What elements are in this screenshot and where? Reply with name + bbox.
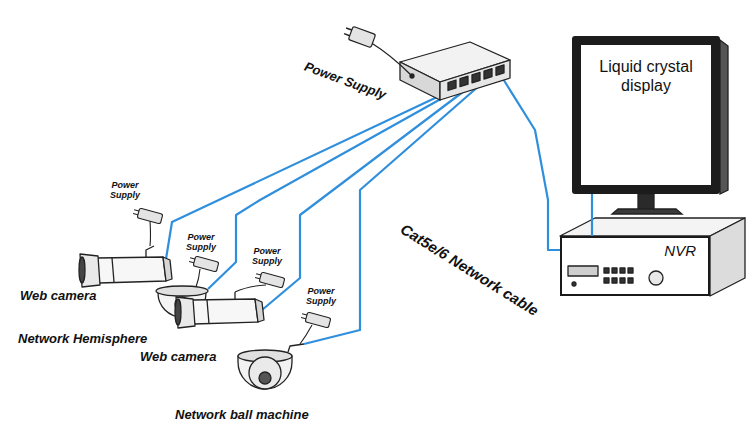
power-supply-label: Power Supply (104, 180, 146, 201)
adapter-prong (255, 278, 260, 279)
ptz-camera-drawing (238, 344, 304, 389)
camera-hood (176, 297, 195, 328)
network-cable (500, 74, 560, 250)
power-wire (149, 221, 151, 246)
switch-port (472, 72, 480, 83)
nvr-knob (649, 271, 663, 285)
monitor-screen: Liquid crystal display (572, 36, 720, 194)
adapter-body (188, 255, 219, 272)
adapter-body (132, 207, 163, 224)
camera-rear (163, 257, 172, 281)
nvr-button (604, 278, 609, 283)
power-supply-label: Power Supply (180, 232, 222, 253)
node-text: NVR (574, 242, 696, 260)
nvr-button (604, 268, 609, 273)
nvr-box: NVR (560, 236, 710, 296)
adapter-prong (344, 34, 350, 36)
node-text: Liquid crystal display (589, 57, 703, 95)
switch-port (460, 76, 468, 87)
web-camera-drawing (175, 292, 264, 328)
switch-side (400, 62, 440, 100)
web-camera-drawing (79, 246, 172, 287)
adapter-case (259, 272, 285, 288)
network-switch (400, 42, 510, 100)
adapter-case (137, 208, 163, 224)
adapter-body (343, 24, 376, 47)
adapter-body (254, 271, 285, 288)
device-label: Network Hemisphere (18, 332, 147, 347)
dome-base (156, 286, 208, 296)
camera-body (192, 299, 258, 324)
cable-label: Cat5e/6 Network cable (398, 220, 542, 319)
power-supply-label: Power Supply (246, 246, 288, 267)
network-cables (166, 74, 560, 344)
camera-stripe (207, 300, 209, 324)
camera-lens (79, 257, 85, 283)
nvr-button (612, 268, 617, 273)
adapter-prong (189, 262, 194, 263)
adapter-prong (302, 314, 307, 315)
nvr-housing (560, 218, 745, 296)
camera-hood (80, 254, 100, 287)
adapter-body (300, 311, 331, 328)
nvr-button (620, 268, 625, 273)
power-adapter (343, 24, 411, 75)
device-label: Web camera (20, 289, 96, 304)
camera-rear (255, 299, 264, 322)
device-label: Web camera (140, 350, 216, 365)
switch-front (440, 60, 510, 100)
adapter-case (348, 26, 375, 47)
power-wire (196, 269, 200, 287)
adapter-case (305, 312, 331, 328)
power-supply-label: Power Supply (300, 286, 342, 307)
nvr-led (572, 282, 576, 286)
camera-lens (175, 299, 181, 325)
device-label: Network ball machine (175, 408, 309, 423)
ptz-lens (259, 372, 271, 384)
camera-mount (234, 292, 235, 299)
nvr-button (628, 278, 633, 283)
cable-connector (591, 194, 593, 236)
ptz-dome (249, 357, 281, 389)
switch-port (496, 65, 504, 76)
switch-port (448, 80, 456, 91)
adapter-case (193, 256, 219, 272)
ptz-bracket (288, 344, 304, 352)
switch-port (484, 69, 492, 80)
monitor-side (720, 40, 728, 194)
camera-mount (146, 246, 154, 257)
stand-neck (638, 194, 654, 209)
camera-stripe (112, 258, 114, 282)
adapter-prong (134, 210, 139, 211)
power-wire (370, 42, 411, 75)
nvr-button (628, 268, 633, 273)
adapter-prong (301, 318, 306, 319)
adapter-prong (256, 274, 261, 275)
nvr-side (710, 218, 745, 296)
camera-body (97, 257, 166, 283)
adapter-prong (190, 258, 195, 259)
adapter-prong (133, 214, 138, 215)
nvr-button (612, 278, 617, 283)
power-wire (235, 285, 266, 292)
adapter-prong (346, 28, 352, 30)
stand-base (612, 209, 682, 214)
power-supply-label: Power Supply (302, 59, 388, 102)
nvr-display (568, 266, 598, 276)
power-wire (300, 325, 312, 344)
nvr-button (620, 278, 625, 283)
